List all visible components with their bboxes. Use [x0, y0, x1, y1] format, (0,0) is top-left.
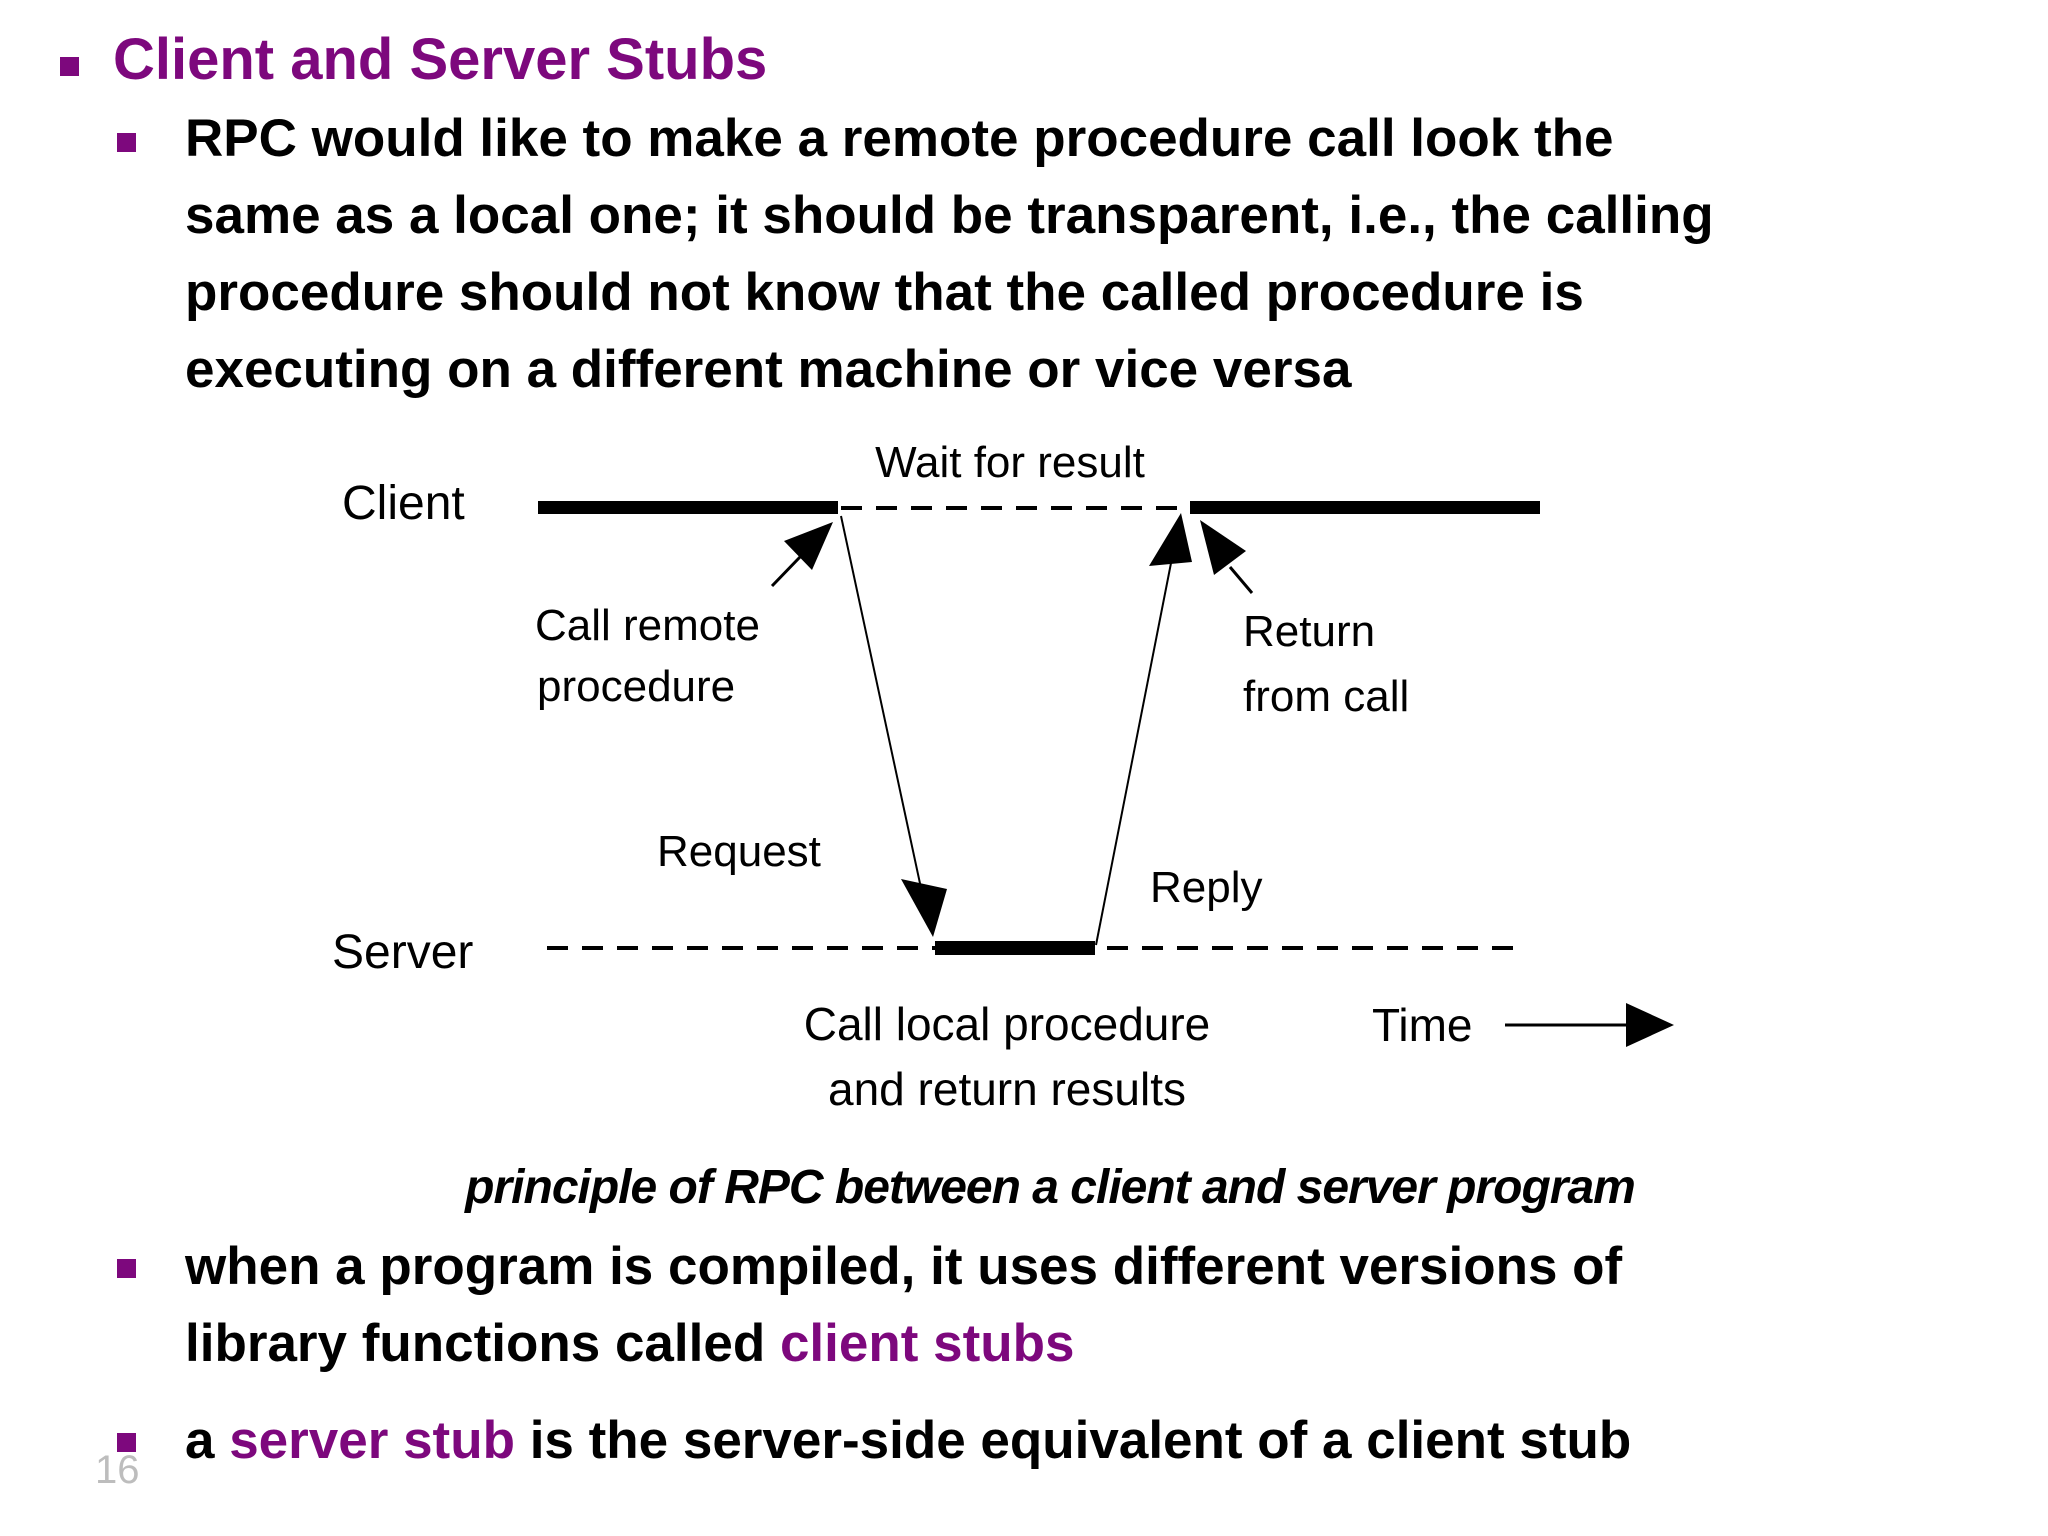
call-remote-label-line2: procedure — [537, 662, 735, 711]
server-stub-highlight: server stub — [229, 1411, 515, 1470]
server-label: Server — [332, 926, 473, 979]
call-remote-label-line1: Call remote — [535, 601, 760, 650]
reply-arrow-line — [1095, 557, 1173, 946]
call-local-label-line1: Call local procedure — [804, 998, 1211, 1050]
time-label: Time — [1372, 999, 1473, 1051]
bullet1-line1: RPC would like to make a remote procedur… — [185, 109, 1614, 168]
call-remote-arrowhead-icon — [784, 522, 833, 570]
return-arrowhead-icon — [1200, 520, 1246, 575]
call-local-label-line2: and return results — [828, 1063, 1186, 1115]
bullet3-prefix: a — [185, 1411, 230, 1470]
reply-label: Reply — [1150, 863, 1263, 912]
bullet3-suffix: is the server-side equivalent of a clien… — [514, 1411, 1632, 1470]
request-arrowhead-icon — [901, 879, 947, 937]
figure-caption: principle of RPC between a client and se… — [465, 1161, 1636, 1214]
page-number: 16 — [95, 1448, 140, 1492]
client-label: Client — [342, 477, 465, 530]
server-active-bar — [935, 941, 1095, 955]
client-active-bar-right — [1190, 501, 1540, 514]
wait-for-result-label: Wait for result — [875, 438, 1145, 487]
request-arrow-line — [840, 515, 928, 917]
bullet2-line2-prefix: library functions called — [185, 1314, 780, 1373]
bullet1-paragraph: RPC would like to make a remote procedur… — [185, 100, 1714, 408]
time-arrowhead-icon — [1626, 1003, 1674, 1047]
bullet3-square — [117, 1433, 136, 1452]
bullet3-paragraph: a server stub is the server-side equival… — [185, 1402, 1631, 1479]
client-stubs-highlight: client stubs — [779, 1314, 1075, 1373]
title-bullet-square — [60, 57, 79, 76]
page-title: Client and Server Stubs — [113, 27, 768, 92]
bullet2-square — [117, 1259, 136, 1278]
bullet2-paragraph: when a program is compiled, it uses diff… — [185, 1228, 1622, 1382]
bullet1-square — [117, 133, 136, 152]
request-label: Request — [657, 827, 821, 876]
return-label-line1: Return — [1243, 607, 1375, 656]
bullet1-line3: procedure should not know that the calle… — [185, 263, 1584, 322]
rpc-principle-diagram: Client Wait for result Request Reply Cal… — [332, 438, 1674, 1115]
bullet1-line4: executing on a different machine or vice… — [185, 340, 1352, 399]
reply-arrowhead-icon — [1149, 513, 1192, 566]
return-label-line2: from call — [1243, 672, 1409, 721]
call-remote-pointer-line — [770, 555, 802, 588]
bullet1-line2: same as a local one; it should be transp… — [185, 186, 1714, 245]
client-active-bar-left — [538, 501, 838, 514]
bullet2-line2: library functions called client stubs — [185, 1305, 1622, 1382]
return-pointer-line — [1228, 566, 1254, 594]
bullet2-line1: when a program is compiled, it uses diff… — [185, 1237, 1623, 1296]
